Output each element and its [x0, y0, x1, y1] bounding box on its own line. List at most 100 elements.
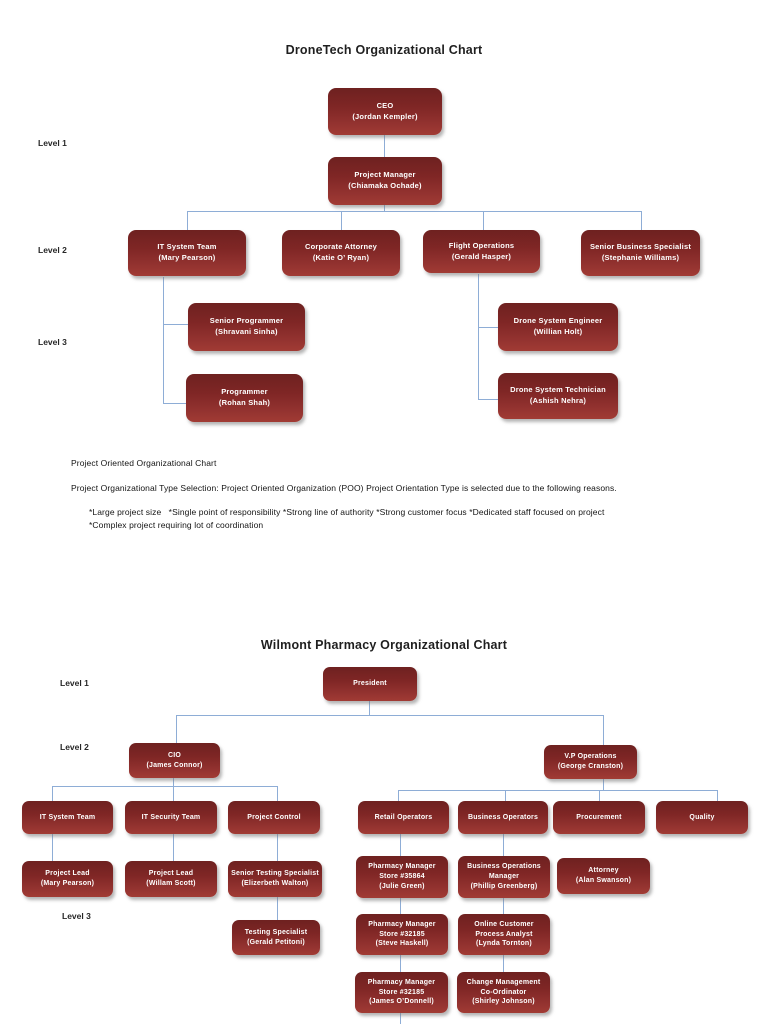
node-detail: Co-Ordinator: [480, 988, 527, 996]
connector-line: [717, 790, 718, 801]
node-role: Quality: [689, 813, 715, 821]
node-person: (Shravani Sinha): [215, 327, 278, 336]
node-person: (Julie Green): [379, 882, 425, 890]
org-node-cio: CIO (James Connor): [129, 743, 220, 778]
org-node-it-security-team: IT Security Team: [125, 801, 217, 834]
node-person: (Mary Pearson): [40, 880, 95, 887]
node-role: IT System Team: [157, 242, 217, 252]
node-role: Senior Testing Specialist: [231, 870, 319, 878]
node-role: President: [353, 680, 387, 688]
connector-line: [176, 715, 603, 716]
node-role: Pharmacy Manager: [368, 920, 436, 928]
connector-line: [163, 277, 164, 403]
org-node-attorney: Attorney (Alan Swanson): [557, 858, 650, 894]
org-node-vp-operations: V.P Operations (George Cranston): [544, 745, 637, 779]
connector-line: [52, 786, 53, 801]
connector-line: [503, 955, 504, 972]
connector-line: [341, 211, 342, 230]
chart2-level-1-label: Level 1: [60, 678, 89, 688]
node-person: (James O’Donnell): [369, 998, 434, 1006]
notes-bullets-line2: *Complex project requiring lot of coordi…: [89, 520, 264, 530]
node-role: Senior Programmer: [209, 316, 284, 326]
node-person: (Mary Pearson): [158, 253, 216, 262]
org-node-pharmacy-manager-32185-a: Pharmacy Manager Store #32185 (Steve Has…: [356, 914, 448, 955]
node-person: (Willam Scott): [146, 880, 196, 887]
node-role: Pharmacy Manager: [367, 978, 436, 986]
connector-line: [369, 701, 370, 715]
org-node-corporate-attorney: Corporate Attorney (Katie O’ Ryan): [282, 230, 400, 276]
org-node-senior-programmer: Senior Programmer (Shravani Sinha): [188, 303, 305, 351]
node-role: Programmer: [221, 387, 268, 397]
connector-line: [163, 403, 188, 404]
node-role: Pharmacy Manager: [368, 863, 436, 871]
node-role: Testing Specialist: [244, 928, 308, 936]
chart1-level-1-label: Level 1: [38, 138, 67, 148]
node-role: Business Operators: [467, 813, 539, 821]
org-node-online-customer-process-analyst: Online Customer Process Analyst (Lynda T…: [458, 914, 550, 955]
node-role: IT System Team: [39, 813, 96, 821]
node-person: (Willian Holt): [533, 327, 583, 336]
node-detail: Process Analyst: [475, 930, 533, 938]
connector-line: [398, 790, 399, 801]
node-person: (Gerald Hasper): [451, 251, 512, 261]
node-role: V.P Operations: [564, 753, 617, 761]
notes-bullets-line1: *Large project size *Single point of res…: [89, 507, 605, 517]
node-person: (Phillip Greenberg): [470, 882, 538, 890]
node-person: (Rohan Shah): [218, 398, 271, 407]
node-person: (Shirley Johnson): [472, 998, 535, 1006]
connector-line: [163, 324, 188, 325]
connector-line: [478, 274, 479, 399]
node-role: IT Security Team: [141, 813, 201, 821]
node-person: (Chiamaka Ochade): [348, 181, 422, 190]
connector-line: [277, 834, 278, 861]
connector-line: [176, 715, 177, 743]
org-node-project-lead-it-system: Project Lead (Mary Pearson): [22, 861, 113, 897]
connector-line: [277, 897, 278, 920]
node-role: Project Lead: [45, 870, 90, 878]
node-person: (Gerald Petitoni): [247, 938, 305, 946]
org-node-procurement: Procurement: [553, 801, 645, 834]
org-node-ceo: CEO (Jordan Kempler): [328, 88, 442, 135]
node-role: Project Lead: [148, 870, 194, 878]
node-role: Project Control: [247, 813, 301, 821]
connector-line: [173, 786, 174, 801]
connector-line: [603, 779, 604, 790]
org-node-project-control: Project Control: [228, 801, 320, 834]
connector-line: [398, 790, 717, 791]
chart1-level-2-label: Level 2: [38, 245, 67, 255]
node-role: Corporate Attorney: [304, 242, 378, 252]
node-role: Attorney: [588, 867, 619, 875]
org-node-quality: Quality: [656, 801, 748, 834]
org-node-business-operators: Business Operators: [458, 801, 548, 834]
org-node-president: President: [323, 667, 417, 701]
node-detail: Store #32185: [378, 988, 425, 996]
node-role: Project Manager: [354, 170, 416, 180]
node-person: (Steve Haskell): [375, 940, 429, 948]
connector-line: [400, 955, 401, 972]
org-node-programmer: Programmer (Rohan Shah): [186, 374, 303, 422]
org-node-project-lead-it-security: Project Lead (Willam Scott): [125, 861, 217, 897]
connector-line: [400, 1013, 401, 1024]
org-node-senior-testing-specialist: Senior Testing Specialist (Elizerbeth Wa…: [228, 861, 322, 897]
node-person: (Katie O’ Ryan): [312, 253, 370, 262]
connector-line: [505, 790, 506, 801]
connector-line: [599, 790, 600, 801]
connector-line: [173, 778, 174, 786]
connector-line: [173, 834, 174, 861]
node-person: (Stephanie Williams): [601, 253, 680, 262]
node-role: CIO: [167, 751, 182, 759]
node-person: (Alan Swanson): [575, 877, 632, 884]
chart2-level-3-label: Level 3: [62, 911, 91, 921]
connector-line: [52, 834, 53, 861]
node-role: Drone System Engineer: [513, 316, 603, 326]
chart2-level-2-label: Level 2: [60, 742, 89, 752]
chart1-title: DroneTech Organizational Chart: [285, 43, 483, 57]
org-node-retail-operators: Retail Operators: [358, 801, 449, 834]
connector-line: [503, 898, 504, 914]
node-detail: Store #32185: [379, 930, 425, 938]
org-node-senior-business-specialist: Senior Business Specialist (Stephanie Wi…: [581, 230, 700, 276]
node-detail: Store #35864: [379, 873, 425, 881]
node-detail: Manager: [488, 873, 520, 881]
connector-line: [277, 786, 278, 801]
